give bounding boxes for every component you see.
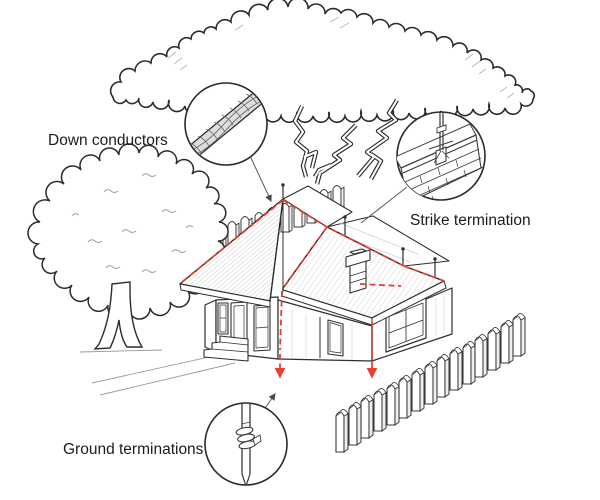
conductor-downlead-left xyxy=(279,290,283,351)
fence-picket xyxy=(512,312,526,357)
label-down-conductors: Down conductors xyxy=(48,132,168,149)
conductor-gable-edge xyxy=(181,199,284,283)
callout-down-conductors xyxy=(184,82,268,166)
tree-ground-line xyxy=(79,349,163,353)
stranded-cable-icon xyxy=(186,89,266,160)
callout-strike-termination xyxy=(396,111,486,201)
fence-picket xyxy=(386,381,400,426)
window-front-2 xyxy=(253,304,271,352)
lightning-bolts xyxy=(292,98,399,185)
fence-picket xyxy=(436,353,450,398)
fence-picket xyxy=(500,319,514,364)
tree-foliage-marks xyxy=(71,173,194,273)
conductor-path xyxy=(181,199,445,379)
fence-picket xyxy=(474,333,488,378)
leader-down-conductors xyxy=(250,157,272,202)
window-front-1 xyxy=(217,302,229,335)
conductor-hip-edge xyxy=(403,265,445,282)
tree-trunk xyxy=(93,281,144,350)
fence-picket xyxy=(462,340,476,385)
fence-picket xyxy=(449,346,463,391)
tree-crown xyxy=(27,143,229,320)
ground-rod-icon xyxy=(235,403,262,485)
storm-cloud xyxy=(109,0,536,124)
wall-shading xyxy=(291,294,445,360)
fence-picket xyxy=(398,374,412,419)
chimney xyxy=(345,248,371,294)
conductor-chimney xyxy=(359,283,402,287)
fence-picket xyxy=(360,394,374,439)
cloud-shading-marks xyxy=(167,16,515,99)
fence-picket xyxy=(487,326,501,371)
gable-fascia xyxy=(179,283,271,308)
label-strike-termination: Strike termination xyxy=(410,212,531,229)
label-ground-terminations: Ground terminations xyxy=(63,441,204,458)
labels: Down conductors Strike termination Groun… xyxy=(48,132,531,458)
fence-picket xyxy=(373,387,387,432)
window-middle xyxy=(327,319,344,357)
fence-picket xyxy=(335,408,349,453)
roof-gable-slope xyxy=(179,198,284,308)
leader-strike-termination xyxy=(360,186,408,224)
fence-picket xyxy=(348,401,362,446)
fence-picket xyxy=(424,360,438,405)
conductor-valley xyxy=(283,226,328,288)
callout-ground-terminations xyxy=(204,402,288,486)
house xyxy=(179,183,453,362)
air-terminal-rods xyxy=(281,183,437,278)
entry-steps xyxy=(203,335,249,362)
roof-air-terminal-icon xyxy=(397,112,484,200)
tree xyxy=(27,143,229,353)
fence-picket xyxy=(411,367,425,412)
cloud-outline xyxy=(109,0,536,124)
